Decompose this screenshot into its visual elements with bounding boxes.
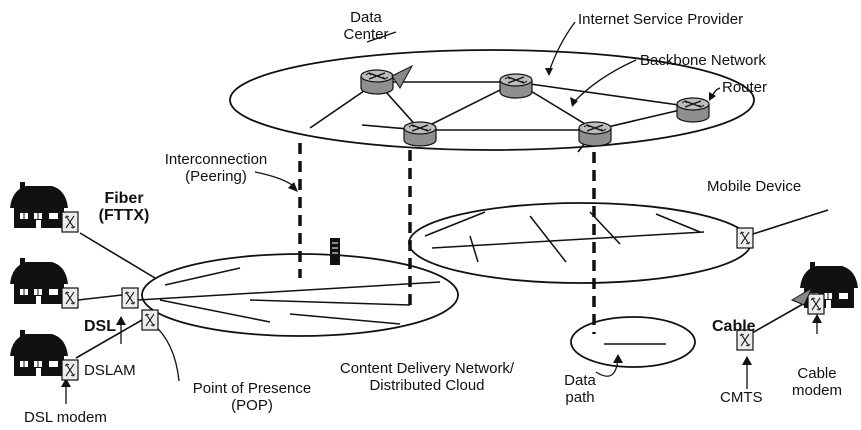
switch-icon [141,309,159,331]
cmts-label: CMTS [720,389,763,406]
dsl-label: DSL [84,318,116,335]
server-icon [330,238,340,265]
fiber-label: Fiber(FTTX) [98,190,150,224]
house-icon [9,329,69,377]
dslam-label: DSLAM [84,362,136,379]
switch-icon [121,287,139,309]
switch-icon [61,287,79,309]
backbone-label: Backbone Network [640,52,766,69]
cdn-label: Content Delivery Network/Distributed Clo… [339,360,515,394]
cdn-links [137,267,441,325]
router-icon [676,97,710,123]
house-icon [9,181,69,229]
router-icon [499,73,533,99]
backbone-ring [229,49,755,151]
router-antenna [391,64,414,89]
leader-lines [65,21,818,404]
mobile-links [424,211,705,263]
access-links [75,209,829,359]
switch-icon [736,227,754,249]
switch-icon [61,359,79,381]
router-icon [403,121,437,147]
interconnection-label: Interconnection(Peering) [164,151,268,185]
router-icon [360,69,394,95]
modem-antenna [790,286,814,306]
mobile-ring [408,202,752,284]
dsl-modem-label: DSL modem [24,409,107,426]
peering-links [298,143,596,334]
pop-label: Point of Presence(POP) [192,380,312,414]
cable-label: Cable [712,318,756,335]
router-icon [578,121,612,147]
isp-label: Internet Service Provider [578,11,744,28]
mobile-device-label: Mobile Device [707,178,802,195]
switch-icon [807,293,825,315]
switch-icon [61,211,79,233]
house-icon [9,257,69,305]
cable-ring [570,316,696,368]
router-label: Router [722,79,768,96]
